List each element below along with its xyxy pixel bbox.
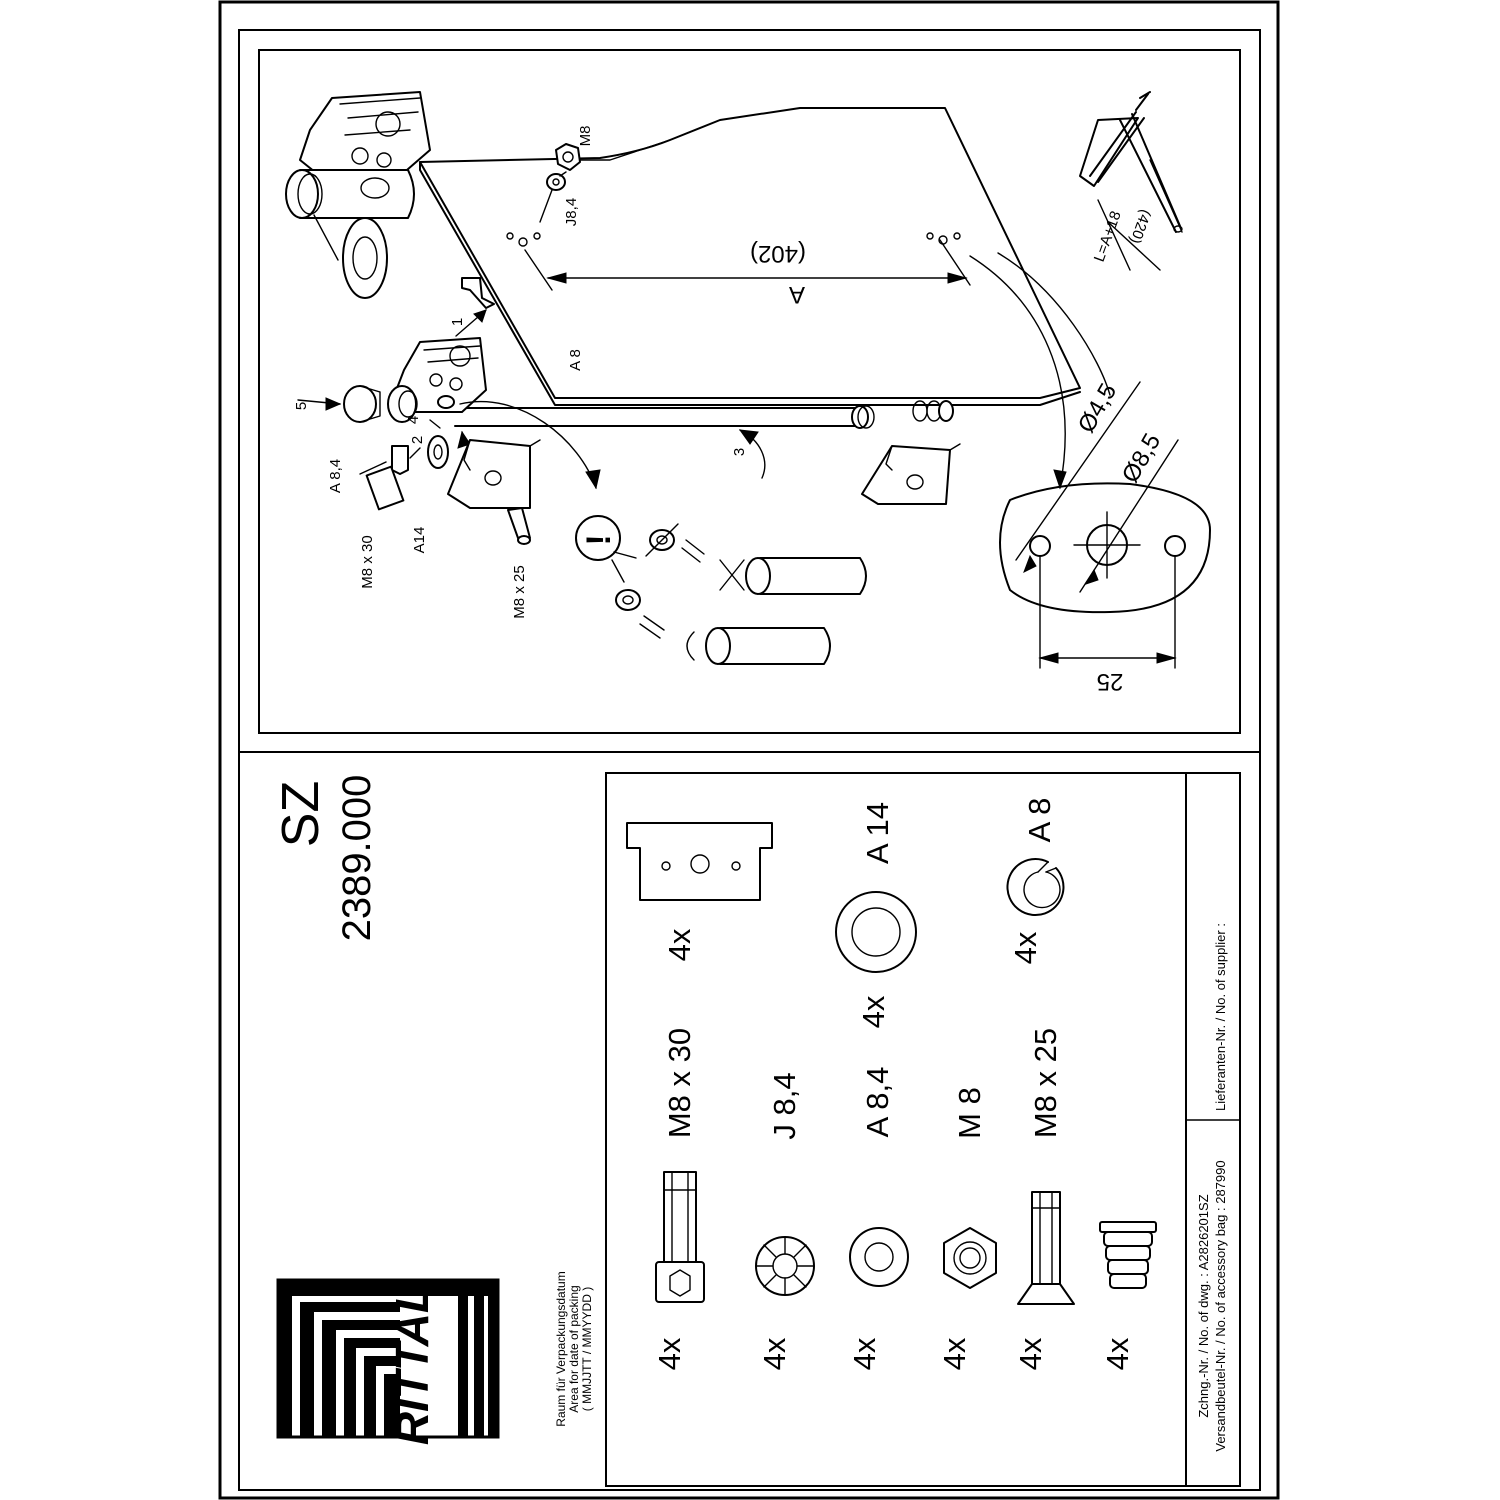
label-a14: A 14 (860, 802, 895, 864)
assembly-drawing: ! (285, 91, 1211, 695)
supplier-field: Lieferanten-Nr. / No. of supplier : (1213, 923, 1228, 1111)
qty-a8: 4x (1008, 931, 1043, 964)
drawing-number-field: Zchng.-Nr. / No. of dwg. : A2826201SZ (1196, 1194, 1211, 1417)
logo-text: RITTAL (386, 1285, 438, 1445)
retaining-ring-icon (1006, 858, 1065, 917)
hole-pattern-detail (999, 381, 1211, 669)
qty-plate: 4x (662, 928, 697, 961)
series-title: SZ (272, 781, 330, 847)
callout-a14: A14 (411, 527, 428, 554)
packing-date-note: Raum für Verpackungsdatum Area for date … (554, 1271, 594, 1426)
label-m8: M 8 (952, 1087, 987, 1139)
label-a84: A 8,4 (860, 1067, 895, 1138)
bottom-hinge-block (343, 337, 487, 423)
callout-a84: A 8,4 (327, 459, 344, 493)
callout-j84: J8,4 (563, 198, 580, 226)
hole-pitch-label: 25 (1097, 668, 1124, 695)
callout-m8x30: M8 x 30 (359, 535, 376, 588)
callout-m8: M8 (577, 126, 594, 147)
dim-a-value: (402) (750, 240, 806, 267)
parts-inventory-box: 4x M8 x 30 4x J 8,4 4x A 8,4 (605, 772, 1241, 1487)
assembly-arrows (297, 252, 1111, 490)
rittal-logo: RITTAL (276, 1278, 500, 1445)
bracket-clip-left (447, 439, 541, 545)
step-5: 5 (293, 402, 310, 410)
hinge-pin (1079, 91, 1183, 271)
qty-a84: 4x (847, 1337, 882, 1370)
nut-and-washer (506, 139, 671, 247)
parts-column-1: 4x M8 x 30 4x J 8,4 4x A 8,4 (652, 1028, 1157, 1370)
bracket-clip-right (861, 443, 961, 505)
dia-large-label: Ø8,5 (1117, 429, 1166, 488)
warning-detail: ! (575, 515, 867, 665)
bottom-tube (454, 400, 954, 429)
step-2: 2 (409, 436, 426, 444)
qty-m8x30: 4x (652, 1337, 687, 1370)
step-1: 1 (449, 318, 466, 326)
step-3: 3 (731, 448, 748, 456)
callout-m8x25: M8 x 25 (511, 565, 528, 618)
top-hinge-block (285, 91, 431, 299)
mounting-plate-icon (626, 822, 773, 901)
accessory-bag-field: Versandbeutel-Nr. / No. of accessory bag… (1213, 1160, 1228, 1451)
parts-column-2: 4x 4x A 14 4x A 8 (626, 798, 1065, 1028)
hex-nut-icon (943, 1227, 997, 1289)
countersunk-screw-icon (1017, 1191, 1075, 1305)
step-4: 4 (405, 416, 422, 424)
large-washer-icon (835, 891, 917, 973)
part-number: 2389.000 (335, 775, 379, 942)
dimension-a (524, 232, 971, 291)
packing-note-line2: Area for date of packing (567, 1285, 581, 1412)
socket-cap-screw-icon (655, 1171, 705, 1303)
packing-note-line1: Raum für Verpackungsdatum (554, 1271, 568, 1426)
sheet-frame (218, 0, 1280, 1500)
label-j84: J 8,4 (767, 1072, 802, 1139)
screw-group-left (359, 435, 449, 511)
serrated-lock-washer-icon (755, 1236, 815, 1296)
label-m8x25: M8 x 25 (1028, 1028, 1063, 1138)
qty-m8: 4x (937, 1337, 972, 1370)
flat-washer-icon (849, 1227, 909, 1287)
title-area: SZ 2389.000 (272, 775, 379, 942)
label-a8: A 8 (1022, 798, 1057, 843)
warning-mark: ! (580, 534, 618, 545)
dim-pin-value: (420) (1126, 207, 1154, 246)
dim-a-label: A (789, 281, 805, 308)
plug-cap-icon (1099, 1221, 1157, 1289)
qty-plug: 4x (1100, 1337, 1135, 1370)
label-m8x30: M8 x 30 (662, 1028, 697, 1138)
callout-a8: A 8 (567, 349, 584, 371)
qty-a14: 4x (856, 995, 891, 1028)
qty-m8x25: 4x (1013, 1337, 1048, 1370)
qty-j84: 4x (757, 1337, 792, 1370)
packing-note-line3: ( MMJJTT / MMYYDD ) (580, 1287, 594, 1411)
title-block-fields: Zchng.-Nr. / No. of dwg. : A2826201SZ Ve… (1196, 923, 1228, 1452)
dim-pin-label: L=A+18 (1091, 209, 1125, 264)
